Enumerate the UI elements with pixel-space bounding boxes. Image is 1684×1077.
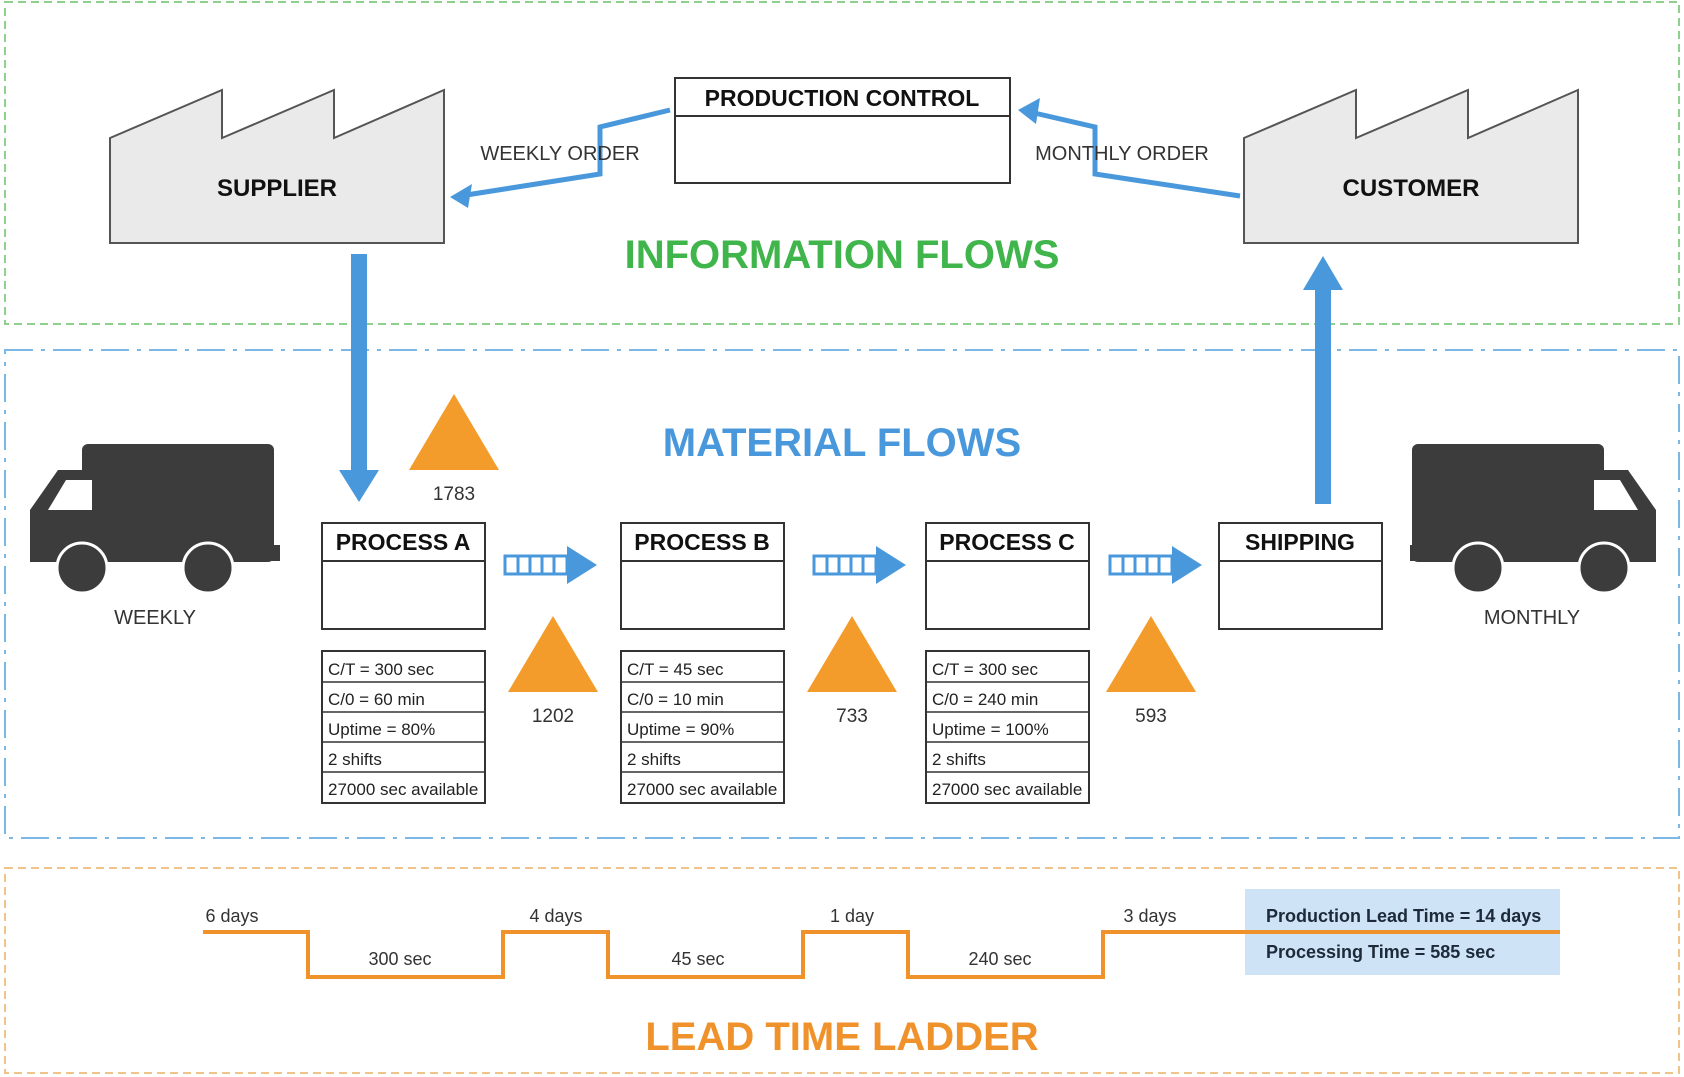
process-c-shifts: 2 shifts (932, 750, 986, 769)
shipping-box: SHIPPING (1218, 522, 1383, 630)
shipping-title: SHIPPING (1245, 529, 1355, 555)
information-section-frame (4, 1, 1680, 325)
process-b-data-box: C/T = 45 sec C/0 = 10 min Uptime = 90% 2… (620, 650, 785, 804)
inventory-count-first: 1783 (433, 484, 475, 505)
process-c-uptime: Uptime = 100% (932, 720, 1049, 739)
process-a-data-box: C/T = 300 sec C/0 = 60 min Uptime = 80% … (321, 650, 486, 804)
process-c-changeover: C/0 = 240 min (932, 690, 1038, 709)
process-c-box: PROCESS C (925, 522, 1090, 630)
inventory-count-c-ship: 593 (1135, 706, 1167, 727)
weekly-order-label: WEEKLY ORDER (480, 143, 639, 165)
ladder-secs-2: 45 sec (671, 949, 724, 969)
production-lead-time-summary: Production Lead Time = 14 days (1266, 906, 1541, 926)
inventory-triangle-b-c (807, 616, 897, 692)
monthly-order-label: MONTHLY ORDER (1035, 143, 1209, 165)
production-control-box: PRODUCTION CONTROL (674, 77, 1011, 184)
inventory-count-a-b: 1202 (532, 706, 574, 727)
process-a-title: PROCESS A (336, 529, 471, 555)
lead-time-ladder-title: LEAD TIME LADDER (645, 1015, 1038, 1059)
ladder-section-frame (4, 867, 1680, 1074)
push-arrow-b-c (812, 546, 906, 584)
production-control-label: PRODUCTION CONTROL (705, 85, 980, 111)
process-a-uptime: Uptime = 80% (328, 720, 435, 739)
supplier-factory: SUPPLIER (109, 88, 445, 244)
process-a-changeover: C/0 = 60 min (328, 690, 425, 709)
supplier-down-arrow (339, 254, 379, 502)
process-b-title: PROCESS B (634, 529, 769, 555)
truck-left-icon (30, 444, 280, 595)
ladder-days-2: 4 days (529, 906, 582, 926)
ladder-secs-1: 300 sec (368, 949, 431, 969)
weekly-order-arrow (450, 107, 671, 208)
processing-time-summary: Processing Time = 585 sec (1266, 942, 1495, 962)
truck-left-label: WEEKLY (114, 607, 196, 629)
process-b-box: PROCESS B (620, 522, 785, 630)
lead-time-ladder-line (203, 930, 1560, 979)
supplier-label: SUPPLIER (217, 175, 337, 202)
ladder-secs-3: 240 sec (968, 949, 1031, 969)
ladder-days-4: 3 days (1123, 906, 1176, 926)
process-b-available: 27000 sec available (627, 780, 777, 799)
process-a-shifts: 2 shifts (328, 750, 382, 769)
process-a-box: PROCESS A (321, 522, 486, 630)
inventory-triangle-c-ship (1106, 616, 1196, 692)
process-a-available: 27000 sec available (328, 780, 478, 799)
inventory-count-b-c: 733 (836, 706, 868, 727)
truck-right-label: MONTHLY (1484, 607, 1580, 629)
inventory-triangle-first (409, 394, 499, 470)
material-section-frame (4, 349, 1680, 839)
push-arrow-a-b (503, 546, 597, 584)
truck-right-icon (1410, 444, 1656, 595)
process-b-uptime: Uptime = 90% (627, 720, 734, 739)
push-arrow-c-ship (1108, 546, 1202, 584)
process-b-shifts: 2 shifts (627, 750, 681, 769)
customer-factory: CUSTOMER (1243, 88, 1579, 244)
information-flows-title: INFORMATION FLOWS (625, 233, 1060, 277)
process-c-data-box: C/T = 300 sec C/0 = 240 min Uptime = 100… (925, 650, 1090, 804)
customer-label: CUSTOMER (1343, 175, 1480, 202)
material-flows-title: MATERIAL FLOWS (663, 421, 1021, 465)
ladder-days-3: 1 day (830, 906, 874, 926)
process-c-title: PROCESS C (939, 529, 1074, 555)
inventory-triangle-a-b (508, 616, 598, 692)
ladder-days-1: 6 days (205, 906, 258, 926)
shipping-up-arrow (1303, 256, 1343, 504)
process-a-cycle-time: C/T = 300 sec (328, 660, 434, 679)
process-b-changeover: C/0 = 10 min (627, 690, 724, 709)
process-c-available: 27000 sec available (932, 780, 1082, 799)
process-b-cycle-time: C/T = 45 sec (627, 660, 724, 679)
process-c-cycle-time: C/T = 300 sec (932, 660, 1038, 679)
monthly-order-arrow (1018, 98, 1241, 199)
